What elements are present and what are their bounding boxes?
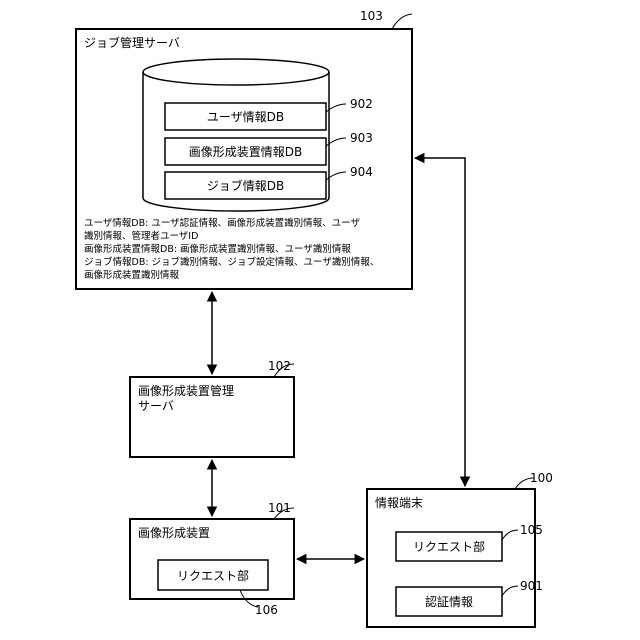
terminal-title: 情報端末 bbox=[375, 496, 423, 510]
image-forming-device: 画像形成装置 リクエスト部 101 106 bbox=[130, 501, 294, 617]
ref-902: 902 bbox=[350, 97, 373, 111]
user-info-db-label: ユーザ情報DB bbox=[207, 110, 284, 124]
ref-903: 903 bbox=[350, 131, 373, 145]
connector-job-server-terminal bbox=[415, 158, 465, 486]
ref-105: 105 bbox=[520, 523, 543, 537]
note-line-4: ジョブ情報DB: ジョブ識別情報、ジョブ設定情報、ユーザ識別情報、 bbox=[84, 256, 379, 268]
auth-info-label: 認証情報 bbox=[425, 594, 473, 609]
cylinder-top bbox=[143, 59, 329, 85]
ref-901: 901 bbox=[520, 579, 543, 593]
ref-103-leader bbox=[392, 14, 412, 29]
note-line-5: 画像形成装置識別情報 bbox=[84, 269, 180, 281]
ref-101: 101 bbox=[268, 501, 291, 515]
note-line-2: 識別情報、管理者ユーザID bbox=[84, 230, 198, 242]
device-server-title-line-1: 画像形成装置管理 bbox=[138, 383, 234, 398]
note-line-3: 画像形成装置情報DB: 画像形成装置識別情報、ユーザ識別情報 bbox=[84, 243, 351, 255]
job-server-title: ジョブ管理サーバ bbox=[84, 35, 180, 50]
ref-103: 103 bbox=[360, 9, 383, 23]
ref-106: 106 bbox=[255, 603, 278, 617]
note-line-1: ユーザ情報DB: ユーザ認証情報、画像形成装置識別情報、ユーザ bbox=[84, 217, 360, 229]
device-request-label: リクエスト部 bbox=[177, 568, 249, 583]
ref-102: 102 bbox=[268, 359, 291, 373]
ref-904: 904 bbox=[350, 165, 373, 179]
job-management-server: ジョブ管理サーバ ユーザ情報DB 画像形成装置情報DB ジョブ情報DB 902 … bbox=[76, 9, 412, 289]
device-server-title-line-2: サーバ bbox=[138, 399, 174, 413]
device-title: 画像形成装置 bbox=[138, 526, 210, 540]
information-terminal: 情報端末 リクエスト部 認証情報 100 105 901 bbox=[367, 471, 553, 627]
device-info-db-label: 画像形成装置情報DB bbox=[189, 145, 302, 159]
ref-100: 100 bbox=[530, 471, 553, 485]
terminal-request-label: リクエスト部 bbox=[413, 539, 485, 554]
job-info-db-label: ジョブ情報DB bbox=[207, 178, 284, 193]
